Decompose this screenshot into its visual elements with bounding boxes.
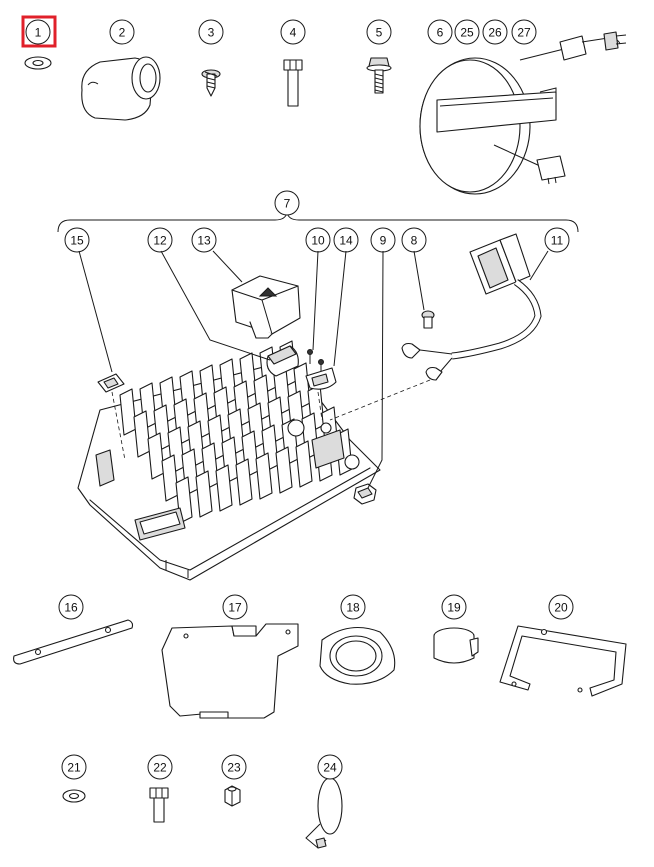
callout-15-label: 15 [70, 234, 84, 248]
charger-unit [77, 340, 381, 581]
callout-23-label: 23 [227, 761, 241, 775]
callout-27-label: 27 [517, 26, 531, 40]
fin [295, 440, 313, 488]
clamp-parts-10-14 [305, 349, 337, 421]
callout-18: 18 [340, 594, 366, 620]
screw-part-3 [201, 69, 221, 97]
callout-10-label: 10 [311, 234, 325, 248]
callout-14-label: 14 [339, 234, 353, 248]
callout-10: 10 [305, 227, 331, 253]
callout-7-label: 7 [284, 197, 291, 211]
bolt-part-22 [149, 787, 169, 823]
callout-17-label: 17 [228, 601, 242, 615]
callout-9: 9 [370, 227, 396, 253]
pad-part-15 [97, 373, 126, 461]
fin [195, 470, 213, 518]
threaded-bolt-part-5 [366, 57, 392, 94]
callout-8-label: 8 [411, 234, 418, 248]
callout-1-highlight [21, 15, 57, 48]
fin [275, 446, 293, 494]
bolt-part-4 [283, 59, 303, 107]
callout-5-label: 5 [376, 26, 383, 40]
callout-8: 8 [401, 227, 427, 253]
callout-19-label: 19 [447, 601, 461, 615]
screw-part-8 [421, 310, 435, 329]
washer-part-21 [62, 789, 86, 803]
callout-13: 13 [191, 227, 217, 253]
mounting-plate-assembly [419, 31, 627, 195]
callout-15: 15 [64, 227, 90, 253]
callout-24-label: 24 [323, 761, 337, 775]
callout-7: 7 [274, 190, 300, 216]
cap-part-19 [433, 627, 479, 664]
callout-13-label: 13 [197, 234, 211, 248]
callout-27: 27 [511, 19, 537, 45]
leader-lines [78, 250, 549, 489]
callout-25: 25 [454, 19, 480, 45]
callout-4: 4 [280, 19, 306, 45]
callout-12-label: 12 [153, 234, 167, 248]
cable-tie-part-24 [305, 777, 343, 849]
u-bracket-part-20 [499, 625, 627, 697]
callout-26: 26 [482, 19, 508, 45]
cover-part-2 [81, 56, 161, 121]
nut-part-23 [224, 785, 241, 807]
callout-21: 21 [61, 754, 87, 780]
cover-part-13 [231, 275, 301, 339]
dc-cable-part-11 [329, 233, 542, 421]
callout-16-label: 16 [64, 601, 78, 615]
callout-26-label: 26 [488, 26, 502, 40]
strap-part-16 [13, 619, 134, 665]
callout-1: 1 [25, 19, 51, 45]
callout-23: 23 [221, 754, 247, 780]
callout-5: 5 [366, 19, 392, 45]
callout-2: 2 [109, 19, 135, 45]
callout-22-label: 22 [153, 761, 167, 775]
fin [215, 464, 233, 512]
callout-3-label: 3 [208, 26, 215, 40]
callout-4-label: 4 [290, 26, 297, 40]
mounting-plate-part-17 [161, 623, 299, 719]
callout-20: 20 [548, 594, 574, 620]
callout-24: 24 [317, 754, 343, 780]
washer-part-1 [24, 56, 52, 70]
fin [255, 452, 273, 500]
callout-21-label: 21 [67, 761, 81, 775]
callout-6: 6 [427, 19, 453, 45]
callout-25-label: 25 [460, 26, 474, 40]
callout-3: 3 [198, 19, 224, 45]
nut-part-9 [353, 483, 377, 505]
callout-11-label: 11 [551, 234, 564, 248]
clip-part-12 [266, 345, 299, 377]
fin [235, 458, 253, 506]
callout-19: 19 [441, 594, 467, 620]
callout-9-label: 9 [380, 234, 387, 248]
callout-22: 22 [147, 754, 173, 780]
callout-1-label: 1 [35, 26, 42, 40]
callout-17: 17 [222, 594, 248, 620]
callout-6-label: 6 [437, 26, 444, 40]
callout-11: 11 [544, 227, 570, 253]
callout-16: 16 [58, 594, 84, 620]
gasket-part-18 [319, 626, 396, 685]
callout-12: 12 [147, 227, 173, 253]
callout-20-label: 20 [554, 601, 568, 615]
callout-14: 14 [333, 227, 359, 253]
callout-18-label: 18 [346, 601, 360, 615]
callout-2-label: 2 [119, 26, 126, 40]
